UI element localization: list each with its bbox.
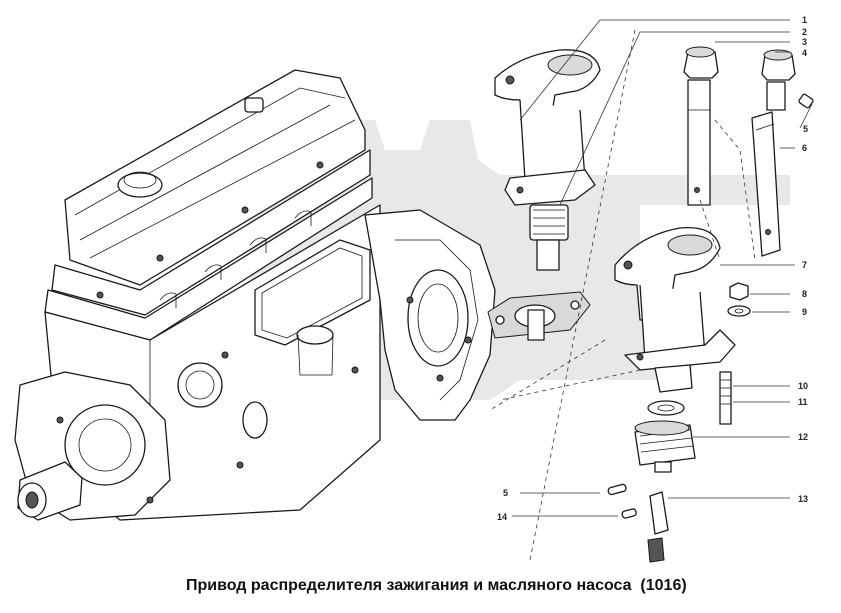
part-1-drive-housing <box>494 49 601 271</box>
callout-label: 12 <box>798 432 808 442</box>
part-12-gear <box>634 420 696 473</box>
callout-label: 7 <box>802 260 807 270</box>
leader-lines <box>489 19 813 561</box>
callout-label: 4 <box>802 48 807 58</box>
callout-labels: 1 2 3 4 5 6 7 8 9 10 11 12 5 13 14 <box>497 15 808 522</box>
part-7-lower-housing <box>614 227 736 393</box>
callout-label: 13 <box>798 494 808 504</box>
callout-label: 6 <box>802 143 807 153</box>
callout-label: 10 <box>798 381 808 391</box>
callout-label: 3 <box>802 37 807 47</box>
part-3-4-shafts <box>683 46 814 206</box>
part-8-9-10-11-fasteners <box>647 282 751 425</box>
callout-label: 1 <box>802 15 807 25</box>
callout-label: 9 <box>802 307 807 317</box>
callout-label: 5 <box>803 124 808 134</box>
callout-label: 2 <box>802 27 807 37</box>
engine-block <box>14 69 381 521</box>
callout-label: 5 <box>503 488 508 498</box>
bell-housing <box>364 209 496 421</box>
catalog-code: (1016) <box>640 577 687 594</box>
callout-label: 11 <box>798 397 808 407</box>
callout-label: 14 <box>497 512 507 522</box>
part-6-long-shaft <box>751 111 781 257</box>
callout-label: 8 <box>802 289 807 299</box>
caption-title: Привод распределителя зажигания и маслян… <box>186 577 632 594</box>
part-5-13-14-small-parts <box>607 483 669 563</box>
diagram-caption: Привод распределителя зажигания и маслян… <box>186 577 687 595</box>
gasket-plate <box>487 291 591 341</box>
